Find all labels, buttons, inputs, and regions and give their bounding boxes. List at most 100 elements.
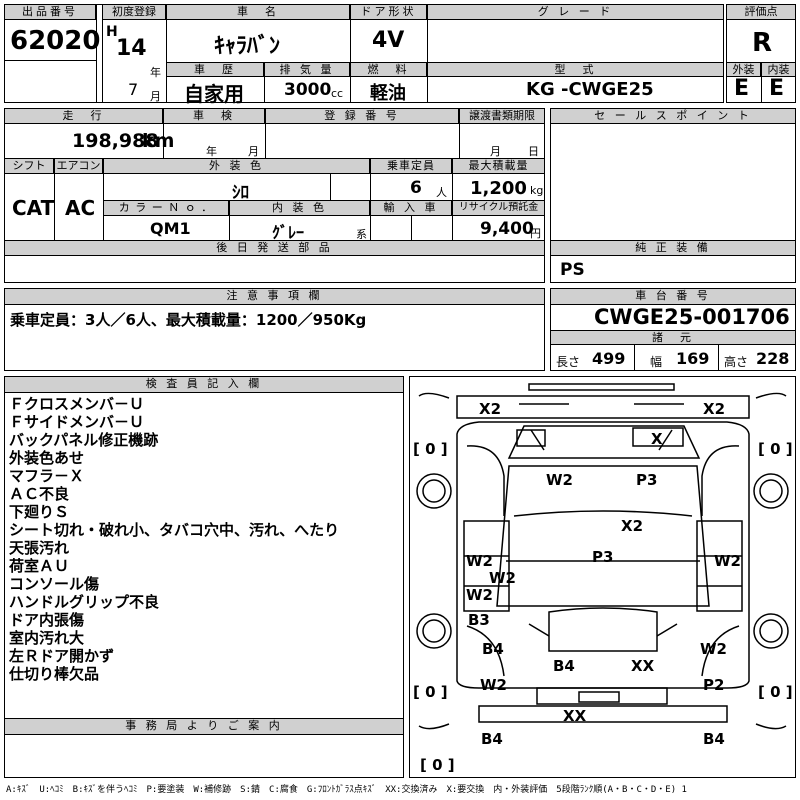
inspector-header: 検 査 員 記 入 欄 (4, 376, 404, 393)
note-line: 下廻りＳ (9, 503, 70, 521)
displacement-header: 排 気 量 (264, 62, 350, 77)
office-header: 事 務 局 よ り ご 案 内 (4, 718, 404, 735)
first-reg-header: 初度登録 (102, 4, 166, 20)
int-color-unit: 系 (356, 228, 367, 241)
capacity-header: 乗車定員 (370, 158, 452, 174)
note-line: 室内汚れ大 (9, 629, 85, 647)
spec-length-value: 499 (592, 349, 626, 368)
exterior-score-value: E (734, 76, 750, 101)
note-line: 仕切り棒欠品 (9, 665, 100, 683)
chassis-header: 車 台 番 号 (550, 288, 796, 305)
note-line: マフラ－Ｘ (9, 467, 85, 485)
max-load-header: 最大積載量 (452, 158, 545, 174)
later-parts-header: 後 日 発 送 部 品 (4, 240, 545, 256)
shift-value: CAT (12, 196, 55, 220)
damage-mark: B4 (482, 640, 504, 658)
spec-height-label: 高さ (724, 355, 749, 369)
damage-mark: B4 (703, 730, 725, 748)
score-value: R (752, 28, 773, 58)
interior-score-header: 内装 (761, 62, 796, 77)
damage-mark: W2 (480, 676, 507, 694)
import-header: 輸 入 車 (370, 200, 452, 216)
color-no-header: カ ラ ー Ｎ ｏ ． (103, 200, 229, 216)
note-line: ＡＣ不良 (9, 485, 70, 503)
lot-no-header: 出品番号 (4, 4, 96, 20)
caution-header: 注 意 事 項 欄 (4, 288, 545, 305)
first-reg-year-unit: 年 (150, 66, 161, 79)
damage-mark: B4 (481, 730, 503, 748)
grade-header: グ レ ー ド (427, 4, 724, 20)
note-line: シート切れ・破れ小、タバコ穴中、汚れ、へたり (9, 521, 340, 539)
legend-text: A:ｷｽﾞ U:ﾍｺﾐ B:ｷｽﾞを伴うﾍｺﾐ P:要塗装 W:補修跡 S:錆 … (6, 785, 687, 795)
first-reg-year: 14 (116, 36, 147, 61)
recycle-header: リサイクル預託金 (452, 200, 545, 216)
damage-mark: P3 (636, 471, 658, 489)
note-line: 左Ｒドア開かず (9, 647, 115, 665)
first-reg-month-unit: 月 (150, 90, 161, 103)
damage-mark: P2 (703, 676, 725, 694)
inspection-year-unit: 年 (206, 145, 217, 158)
capacity-value: 6 (410, 178, 422, 198)
damage-mark: W2 (466, 586, 493, 604)
chassis-value: CWGE25-001706 (594, 305, 790, 329)
inspection-header: 車 検 (163, 108, 265, 124)
note-line: 天張汚れ (9, 539, 70, 557)
transfer-day-unit: 日 (528, 145, 539, 158)
damage-mark: X (651, 430, 663, 448)
damage-mark: B4 (553, 657, 575, 675)
score-header: 評価点 (726, 4, 796, 20)
damage-mark: W2 (489, 569, 516, 587)
ext-color-header: 外 装 色 (103, 158, 370, 174)
note-line: バックパネル修正機跡 (9, 431, 159, 449)
damage-mark: W2 (700, 640, 727, 658)
damage-mark: P3 (592, 548, 614, 566)
recycle-value: 9,400 (480, 219, 534, 239)
transfer-month-unit: 月 (490, 145, 501, 158)
reg-no-header: 登 録 番 号 (265, 108, 459, 124)
damage-mark: W2 (714, 552, 741, 570)
damage-mark: X2 (621, 517, 644, 535)
inspection-month-unit: 月 (248, 145, 259, 158)
door-value: 4V (372, 28, 405, 53)
fuel-value: 軽油 (370, 83, 406, 104)
caution-value: 乗車定員：3人／6人、最大積載量：1200／950Kg (10, 311, 367, 329)
car-outline-diagram (416, 383, 789, 730)
first-reg-month: 7 (128, 80, 139, 99)
ext-color-value: ｼﾛ (232, 183, 249, 203)
lot-no-value: 62020 (10, 26, 101, 56)
note-line: コンソール傷 (9, 575, 100, 593)
tire-front-left: [ 0 ] (413, 440, 448, 458)
model-value: KG -CWGE25 (526, 79, 654, 100)
damage-mark: X2 (479, 400, 502, 418)
fuel-header: 燃 料 (350, 62, 427, 77)
displacement-unit: cc (331, 87, 344, 100)
car-name-value: ｷｬﾗﾊﾞﾝ (214, 34, 281, 59)
tire-spare: [ 0 ] (420, 756, 455, 774)
mileage-header: 走 行 (4, 108, 163, 124)
car-name-header: 車 名 (166, 4, 350, 20)
color-no-value: QM1 (150, 219, 191, 238)
damage-mark: XX (563, 707, 587, 725)
genuine-equipment-header: 純 正 装 備 (550, 240, 796, 256)
door-header: ドア形状 (350, 4, 427, 20)
note-line: ハンドルグリップ不良 (9, 593, 160, 611)
shift-header: シフト (4, 158, 54, 174)
damage-mark: XX (631, 657, 655, 675)
note-line: 荷室ＡＵ (9, 557, 70, 575)
int-color-value: ｸﾞﾚｰ (272, 223, 305, 242)
sales-point-header: セ ー ル ス ポ イ ン ト (550, 108, 796, 124)
tire-front-right: [ 0 ] (758, 440, 793, 458)
aircon-value: AC (65, 196, 96, 220)
spec-height-value: 228 (756, 349, 790, 368)
mileage-unit: km (142, 130, 175, 152)
max-load-value: 1,200 (470, 178, 527, 199)
max-load-unit: kg (530, 184, 544, 197)
inspector-notes: Ｆクロスメンバ－Ｕ Ｆサイドメンバ－Ｕ バックパネル修正機跡 外装色あせ マフラ… (9, 395, 339, 683)
note-line: Ｆサイドメンバ－Ｕ (9, 413, 145, 431)
note-line: ドア内張傷 (9, 611, 85, 629)
tire-rear-left: [ 0 ] (413, 683, 448, 701)
damage-mark: W2 (466, 552, 493, 570)
aircon-header: エアコン (54, 158, 103, 174)
recycle-unit: 円 (530, 227, 541, 240)
spec-width-value: 169 (676, 349, 710, 368)
